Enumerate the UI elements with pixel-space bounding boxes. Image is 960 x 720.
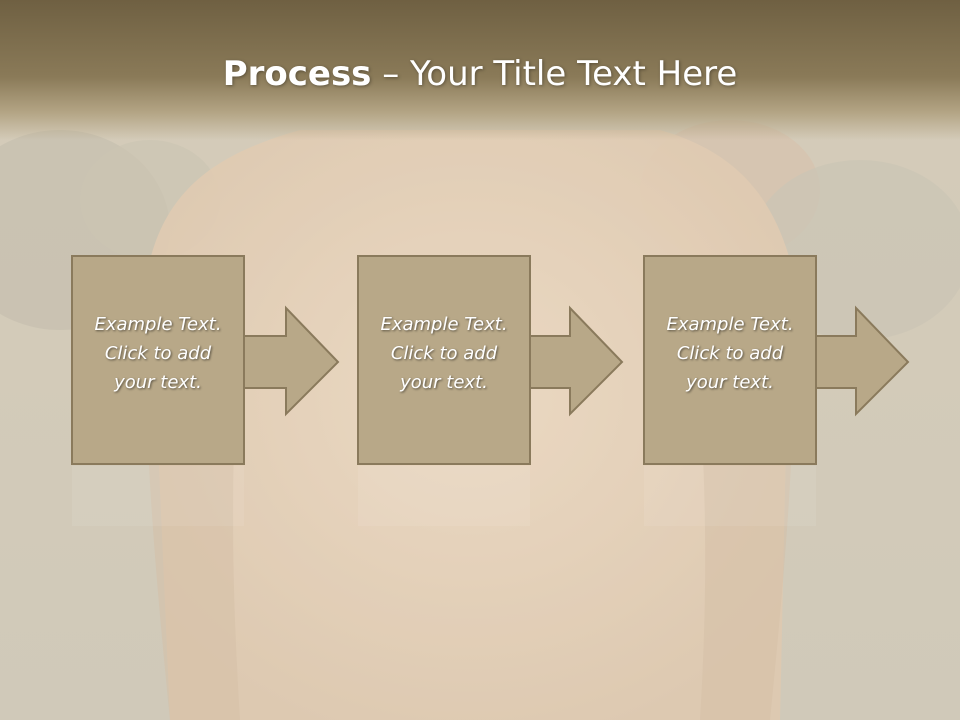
step-3-line-2: Click to add xyxy=(676,343,784,364)
step-3-line-1: Example Text. xyxy=(666,314,794,335)
step-3-line-3: your text. xyxy=(686,372,774,393)
step-2-line-1: Example Text. xyxy=(380,314,508,335)
step-1-shape xyxy=(71,255,340,526)
step-1-line-1: Example Text. xyxy=(94,314,222,335)
step-2-shape xyxy=(357,255,624,526)
title-rest-text: – Your Title Text Here xyxy=(371,54,738,94)
step-2-line-3: your text. xyxy=(400,372,488,393)
step-2-text[interactable]: Example Text. Click to add your text. xyxy=(358,310,530,397)
step-1-line-2: Click to add xyxy=(104,343,212,364)
title-band xyxy=(0,0,960,140)
process-step-1[interactable]: Example Text. Click to add your text. xyxy=(71,255,362,526)
slide-title[interactable]: Process – Your Title Text Here xyxy=(0,52,960,96)
step-1-line-3: your text. xyxy=(114,372,202,393)
step-2-line-2: Click to add xyxy=(390,343,498,364)
process-step-2[interactable]: Example Text. Click to add your text. xyxy=(357,255,648,526)
process-step-3[interactable]: Example Text. Click to add your text. xyxy=(643,255,934,526)
step-3-text[interactable]: Example Text. Click to add your text. xyxy=(644,310,816,397)
step-1-text[interactable]: Example Text. Click to add your text. xyxy=(72,310,244,397)
title-bold-text: Process xyxy=(222,54,372,94)
step-3-shape xyxy=(643,255,910,526)
